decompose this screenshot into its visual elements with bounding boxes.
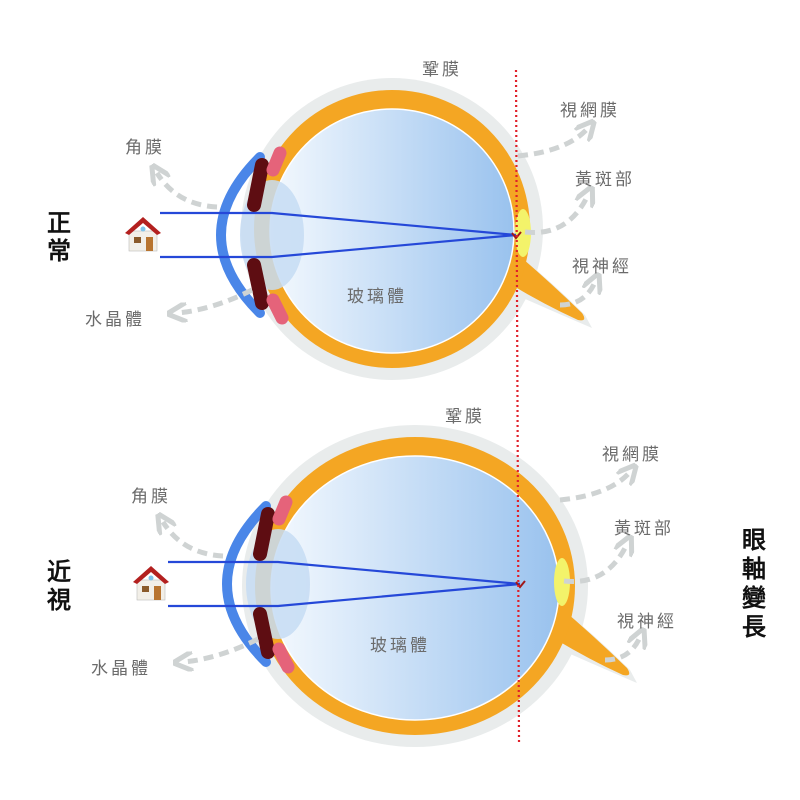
house-roof <box>125 217 161 235</box>
lens-arrow <box>177 287 254 313</box>
axis-label-char: 眼 <box>742 526 766 554</box>
label-lens: 水晶體 <box>85 310 145 330</box>
iris-upper <box>247 158 269 212</box>
macula-arrow <box>563 544 627 585</box>
iris-lower <box>253 607 275 659</box>
inverted-image-icon <box>511 231 522 240</box>
vitreous-body <box>270 455 560 721</box>
house-icon <box>125 217 161 252</box>
label-macula: 黃斑部 <box>614 519 674 539</box>
iris-upper <box>253 507 275 561</box>
label-cornea: 角膜 <box>131 487 171 507</box>
ciliary-body-lower <box>272 642 295 674</box>
optic-nerve-arrow <box>604 637 640 663</box>
eye-normal <box>125 78 595 380</box>
side-label-char: 近 <box>47 558 71 586</box>
house-roof <box>133 566 169 584</box>
house-window <box>142 586 149 592</box>
side-label-char: 常 <box>47 237 71 265</box>
label-sclera: 鞏膜 <box>445 407 485 427</box>
axis-label-char: 長 <box>742 613 767 641</box>
label-cornea: 角膜 <box>125 138 165 158</box>
house-window <box>134 237 141 243</box>
macula <box>554 558 570 606</box>
house-door <box>146 237 153 251</box>
label-lens: 水晶體 <box>91 659 151 679</box>
axis-label-char: 軸 <box>742 555 766 583</box>
retina-arrow <box>517 128 588 159</box>
optic-nerve-arrow <box>559 282 595 308</box>
side-label-char: 視 <box>46 586 71 614</box>
label-retina: 視網膜 <box>560 101 620 121</box>
house-door <box>154 586 161 600</box>
ciliary-body-lower <box>266 293 289 325</box>
cornea-arrow <box>157 173 218 210</box>
side-label-char: 正 <box>47 209 71 237</box>
label-optic-nerve: 視神經 <box>572 257 632 277</box>
macula <box>515 209 531 257</box>
inverted-image-icon <box>515 580 526 589</box>
lens-arrow <box>183 636 260 662</box>
house-round-window <box>140 226 146 232</box>
house-icon <box>133 566 169 601</box>
ciliary-body-upper <box>266 146 287 177</box>
label-macula: 黃斑部 <box>575 170 635 190</box>
label-vitreous: 玻璃體 <box>347 287 407 307</box>
eye-myopia <box>133 425 640 747</box>
label-sclera: 鞏膜 <box>422 60 462 80</box>
house-round-window <box>148 575 154 581</box>
iris-lower <box>247 258 269 310</box>
light-ray-upper <box>160 211 517 237</box>
retina-arrow <box>559 472 630 503</box>
macula-arrow <box>524 195 588 236</box>
light-ray-upper <box>168 560 521 586</box>
cornea-arrow <box>163 522 224 559</box>
light-ray-lower <box>168 582 521 608</box>
axis-label-char: 變 <box>742 584 767 612</box>
light-ray-lower <box>160 233 517 259</box>
label-retina: 視網膜 <box>602 445 662 465</box>
label-vitreous: 玻璃體 <box>370 636 430 656</box>
label-optic-nerve: 視神經 <box>617 612 677 632</box>
ciliary-body-upper <box>272 495 293 526</box>
axis-reference-line <box>514 69 521 743</box>
